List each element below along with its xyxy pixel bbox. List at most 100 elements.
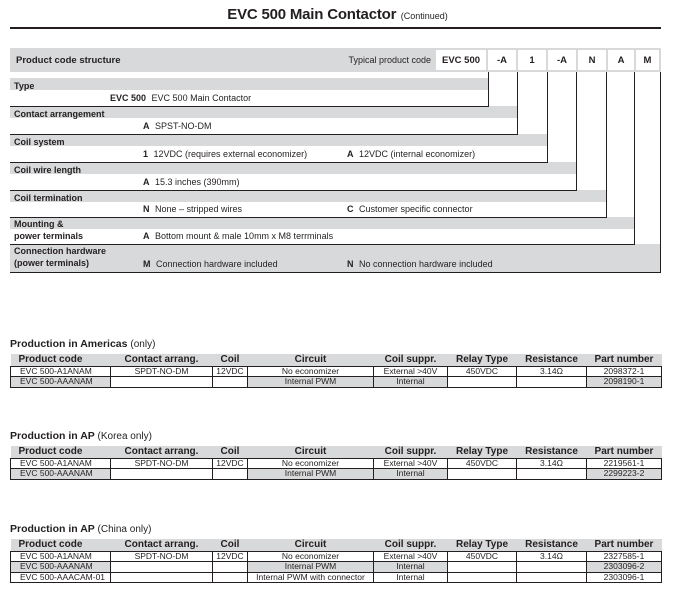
row-label-coil-termination: Coil termination [14, 193, 83, 203]
section-connection-hardware [10, 244, 661, 272]
row-label-hardware-line2: (power terminals) [14, 258, 90, 268]
cell: 12VDC [212, 550, 248, 562]
option-contact-a: A SPST-NO-DM [143, 121, 212, 132]
cell: EVC 500-A1ANAM [10, 550, 111, 562]
col-part-number: Part number [586, 446, 662, 458]
col-circuit: Circuit [247, 446, 374, 458]
rule-contact [10, 134, 518, 135]
option-termination-c: C Customer specific connector [347, 204, 473, 215]
production-americas-table: Product code Contact arrang. Coil Circui… [10, 354, 662, 388]
rule-type [10, 106, 489, 107]
table-row: EVC 500-A1ANAM SPDT-NO-DM 12VDC No econo… [10, 365, 662, 377]
production-ap-korea-table: Product code Contact arrang. Coil Circui… [10, 446, 662, 480]
row-label-coil-wire-length: Coil wire length [14, 165, 82, 175]
production-ap-china-table: Product code Contact arrang. Coil Circui… [10, 539, 662, 583]
cell: EVC 500-AAANAM [10, 561, 111, 573]
col-circuit: Circuit [247, 354, 374, 366]
table-note: (only) [130, 339, 156, 350]
cell: EVC 500-A1ANAM [10, 457, 111, 469]
cell [516, 561, 587, 573]
cell: 3.14Ω [516, 457, 587, 469]
cell: 450VDC [447, 365, 517, 377]
cell [110, 376, 213, 388]
col-coil-suppr: Coil suppr. [373, 539, 448, 551]
col-resistance: Resistance [516, 354, 587, 366]
option-code: N [347, 259, 354, 269]
connector-line-termination [606, 72, 607, 217]
row-label-mounting-line2: power terminals [14, 231, 84, 241]
table-row: EVC 500-A1ANAM SPDT-NO-DM 12VDC No econo… [10, 457, 662, 469]
option-wire-length-a: A 15.3 inches (390mm) [143, 177, 240, 188]
cell: EVC 500-AAANAM [10, 376, 111, 388]
option-hardware-m: M Connection hardware included [143, 259, 278, 270]
options-area-mounting [10, 229, 635, 244]
option-coil-system-1: 1 12VDC (requires external economizer) [143, 149, 307, 160]
cell [447, 561, 517, 573]
connector-line-type [488, 72, 489, 106]
option-code: 1 [143, 149, 149, 159]
cell: SPDT-NO-DM [110, 550, 213, 562]
table-row: EVC 500-A1ANAM SPDT-NO-DM 12VDC No econo… [10, 550, 662, 562]
col-relay-type: Relay Type [447, 539, 517, 551]
option-hardware-n: N No connection hardware included [347, 259, 493, 270]
rule-termination [10, 217, 607, 218]
row-label-contact-arrangement: Contact arrangement [14, 109, 105, 119]
option-mounting-a: A Bottom mount & male 10mm x M8 terrmina… [143, 231, 333, 242]
option-code: A [143, 121, 150, 131]
production-americas-title: Production in Americas (only) [10, 338, 155, 350]
options-area-type [10, 90, 489, 106]
col-contact-arrang: Contact arrang. [110, 539, 213, 551]
option-code: EVC 500 [110, 93, 147, 103]
connector-line-hardware [660, 72, 661, 272]
table-header-row: Product code Contact arrang. Coil Circui… [10, 539, 662, 551]
cell [516, 468, 587, 480]
table-title: Production in Americas [10, 338, 128, 350]
code-segment-termination: N [578, 50, 606, 70]
col-part-number: Part number [586, 539, 662, 551]
col-product-code: Product code [10, 354, 111, 366]
production-ap-china-title: Production in AP (China only) [10, 523, 151, 535]
cell [110, 572, 213, 583]
rule-mounting [10, 244, 635, 245]
cell: 2219561-1 [586, 457, 662, 469]
option-code: A [347, 149, 354, 159]
option-code: M [143, 259, 151, 269]
cell [447, 572, 517, 583]
cell: 2098190-1 [586, 376, 662, 388]
cell [447, 376, 517, 388]
options-area-contact [10, 118, 518, 134]
cell: 2303096-1 [586, 571, 662, 583]
options-area-wire-length [10, 174, 577, 190]
cell: 450VDC [447, 550, 517, 562]
option-code: C [347, 204, 354, 214]
connector-line-coil-system [547, 72, 548, 162]
col-coil: Coil [212, 539, 248, 551]
table-note: (Korea only) [97, 431, 152, 442]
table-row: EVC 500-AAANAM Internal PWM Internal 209… [10, 376, 662, 388]
cell [212, 561, 248, 573]
cell: Internal PWM [247, 561, 374, 573]
cell: 2303096-2 [586, 561, 662, 573]
cell: 450VDC [447, 457, 517, 469]
table-note: (China only) [97, 524, 152, 535]
col-coil: Coil [212, 354, 248, 366]
row-label-connection-hardware: Connection hardware (power terminals) [14, 245, 106, 269]
code-segment-coil-system: 1 [518, 50, 546, 70]
cell: 2098372-1 [586, 365, 662, 377]
cell: EVC 500-AAACAM-01 [10, 571, 111, 583]
option-text: No connection hardware included [359, 259, 493, 269]
cell: Internal PWM [247, 468, 374, 480]
option-text: Connection hardware included [156, 259, 278, 269]
cell [447, 468, 517, 480]
rule-coil-system [10, 162, 548, 163]
table-row: EVC 500-AAANAM Internal PWM Internal 229… [10, 468, 662, 480]
cell: 2327585-1 [586, 550, 662, 562]
cell: No economizer [247, 550, 374, 562]
option-code: A [143, 177, 150, 187]
col-contact-arrang: Contact arrang. [110, 446, 213, 458]
title-main: EVC 500 Main Contactor [227, 6, 397, 23]
cell [110, 468, 213, 480]
cell [212, 468, 248, 480]
options-area-coil-system [10, 146, 548, 162]
cell: No economizer [247, 365, 374, 377]
